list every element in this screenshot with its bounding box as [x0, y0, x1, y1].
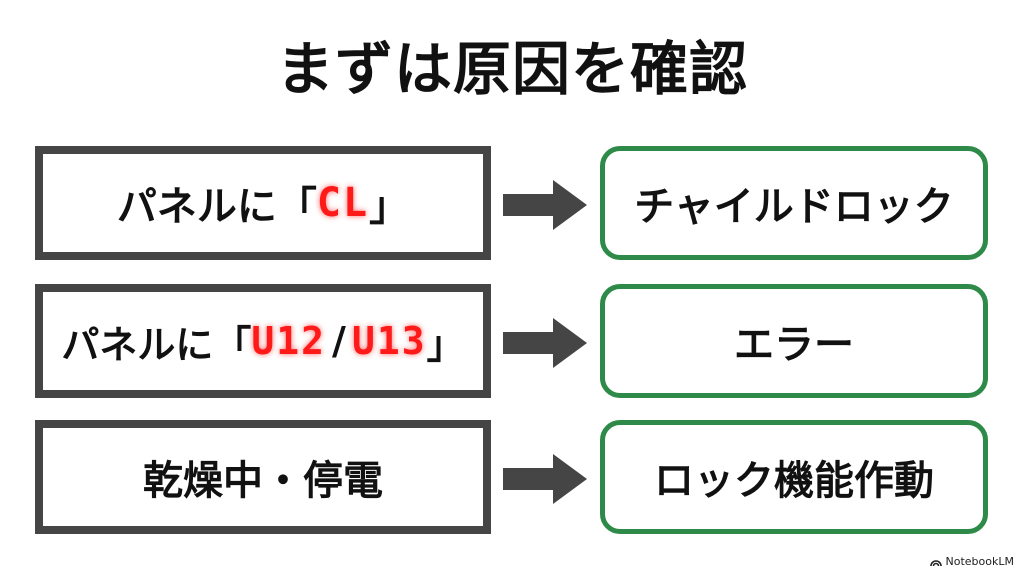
result-text: エラー — [734, 322, 854, 368]
notebooklm-logo-icon — [929, 560, 942, 566]
watermark-text: NotebookLM — [945, 555, 1014, 568]
arrow-right-icon — [503, 318, 587, 368]
cause-suffix: 」 — [369, 184, 410, 230]
error-code: CL — [316, 180, 370, 226]
slide-title: まずは原因を確認 — [275, 35, 748, 103]
cause-box-2: パネルに「U12/U13」 — [35, 284, 491, 398]
result-box-1: チャイルドロック — [600, 146, 988, 260]
cause-suffix: 」 — [426, 322, 465, 367]
error-code: U12 — [251, 319, 327, 363]
cause-text: 乾燥中・停電 — [143, 458, 383, 504]
cause-box-3: 乾燥中・停電 — [35, 420, 491, 534]
result-text: チャイルドロック — [634, 184, 954, 230]
watermark: NotebookLM — [929, 555, 1014, 568]
arrow-right-icon — [503, 180, 587, 230]
result-text: ロック機能作動 — [654, 458, 934, 504]
code-separator: / — [332, 319, 346, 363]
result-box-2: エラー — [600, 284, 988, 398]
cause-prefix: パネルに「 — [116, 184, 317, 230]
arrow-right-icon — [503, 454, 587, 504]
cause-box-1: パネルに「CL」 — [35, 146, 491, 260]
cause-prefix: パネルに「 — [61, 322, 252, 367]
result-box-3: ロック機能作動 — [600, 420, 988, 534]
error-code: U13 — [351, 319, 427, 363]
